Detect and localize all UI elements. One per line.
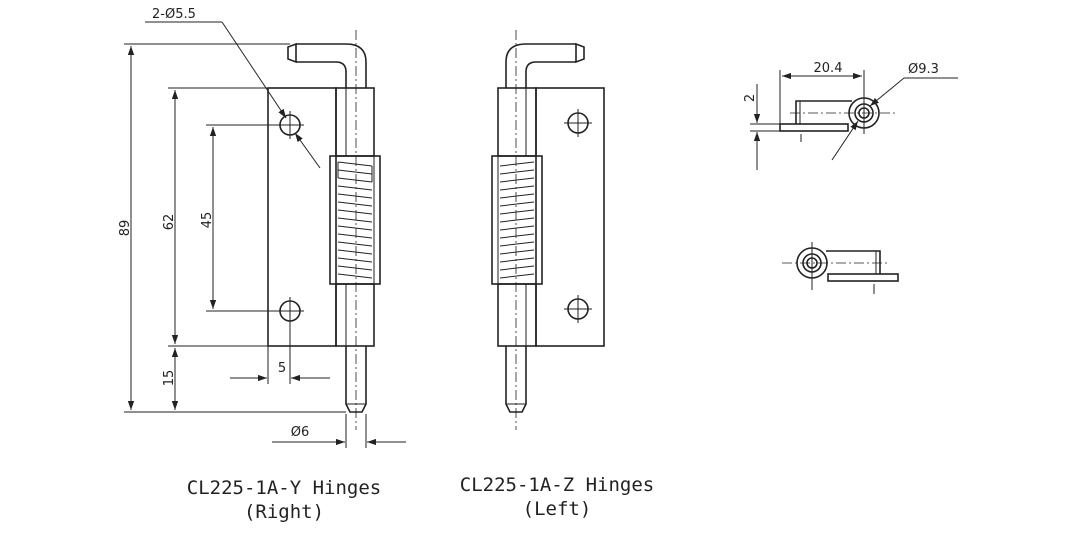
right-hinge-dimensions: 89 62 45 15 5 Ø6 2-Ø5.5 — [118, 7, 406, 448]
bottom-view-plate — [827, 273, 899, 282]
dim-width: 20.4 — [814, 61, 843, 76]
captions: CL225-1A-Y Hinges (Right) CL225-1A-Z Hin… — [187, 474, 654, 523]
dim-plate-height: 62 — [162, 214, 177, 231]
right-hinge-hole-top — [276, 111, 304, 139]
caption-left-model: CL225-1A-Z Hinges — [460, 474, 654, 496]
right-hinge-hole-bottom — [276, 297, 304, 325]
dim-holes: 2-Ø5.5 — [152, 7, 196, 22]
caption-right-side: (Right) — [244, 501, 324, 523]
right-spring-coils — [337, 161, 373, 279]
dim-pin-diameter: Ø6 — [291, 425, 310, 440]
left-hinge-lower-knuckle — [497, 283, 537, 347]
dim-edge-offset: 5 — [278, 361, 286, 376]
left-hinge-upper-knuckle — [497, 87, 537, 157]
dim-thickness: 2 — [743, 94, 758, 102]
left-hinge-plate — [535, 87, 605, 347]
left-hinge-front-view — [491, 30, 605, 430]
hinge-top-view: 20.4 Ø9.3 2 — [743, 61, 958, 170]
left-hinge-hole-bottom — [564, 295, 592, 323]
right-hinge-lower-knuckle — [335, 283, 375, 347]
left-spring-coils — [499, 161, 535, 279]
dim-overall-height: 89 — [118, 220, 133, 237]
dim-pin-length: 15 — [162, 370, 177, 387]
dim-knuckle-diameter: Ø9.3 — [908, 62, 939, 77]
right-hinge-front-view — [267, 30, 381, 430]
top-view-plate — [779, 123, 849, 132]
hinge-bottom-view — [782, 242, 899, 294]
caption-left-side: (Left) — [523, 498, 592, 520]
right-hinge-upper-knuckle — [335, 87, 375, 157]
dim-hole-pitch: 45 — [200, 212, 215, 229]
right-hinge-plate — [267, 87, 337, 347]
caption-right-model: CL225-1A-Y Hinges — [187, 477, 381, 499]
left-hinge-hole-top — [564, 109, 592, 137]
